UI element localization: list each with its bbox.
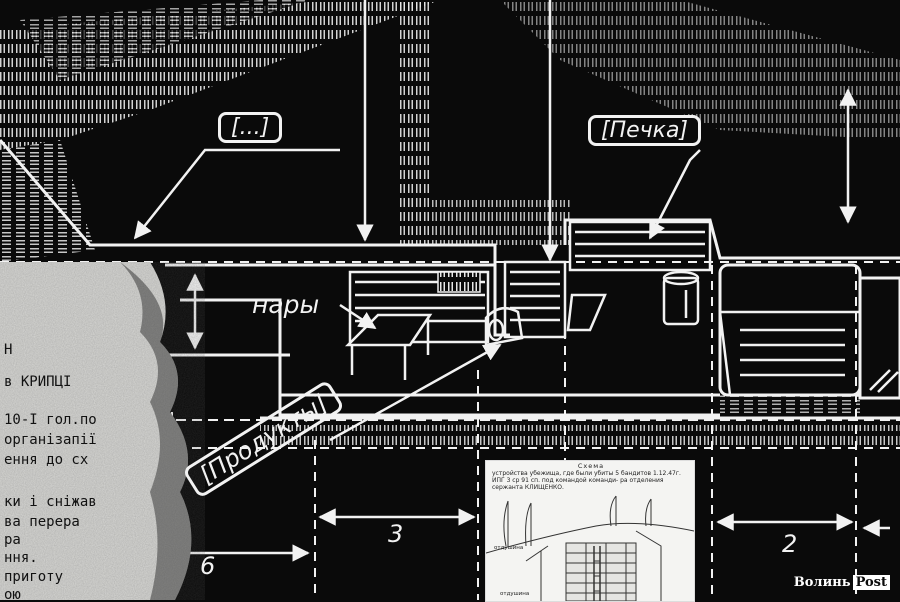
inset-caption: Схема устройства убежища, где были убиты…: [486, 461, 694, 492]
dimension-3: 3: [388, 520, 404, 548]
inset-caption-text: устройства убежища, где были убиты 5 бан…: [492, 470, 681, 491]
document-line: ою: [4, 587, 21, 600]
label-stove: [Печка]: [588, 115, 702, 146]
stove-block: [503, 220, 712, 339]
document-line: ення до сх: [4, 452, 89, 468]
logo-post: Post: [852, 575, 890, 590]
bunk-sketch: [344, 270, 490, 380]
logo-name: Волинь: [793, 575, 851, 590]
annotation-arrows: [133, 0, 857, 442]
products-crate: [484, 306, 524, 347]
document-line: ва перера: [4, 514, 80, 530]
inset-drawing: [486, 495, 694, 601]
inset-vent-label: отдушина: [494, 545, 524, 551]
inset-title: Схема: [577, 462, 605, 470]
inset-vent-label: отдушина: [500, 591, 530, 597]
right-chamber-shelves: [718, 310, 899, 397]
archive-document-fragment: Н в КРИПЦІ 10-І гол.по організапії ення …: [0, 262, 205, 600]
document-line: Н: [4, 342, 13, 358]
document-line: 10-І гол.по: [4, 412, 97, 428]
document-line: ки і сніжав: [4, 494, 97, 510]
label-dots: [...]: [218, 112, 283, 143]
document-line: в КРИПЦІ: [4, 374, 72, 390]
document-line: організапії: [4, 432, 97, 448]
label-bunks: нары: [252, 290, 320, 319]
dimension-2: 2: [782, 530, 798, 558]
document-line: ра: [4, 532, 21, 548]
dimension-6: 6: [200, 552, 216, 580]
inset-scheme-card: Схема устройства убежища, где были убиты…: [485, 460, 695, 602]
soil-layer: [0, 0, 900, 445]
document-paper: [0, 262, 205, 600]
document-line: ння.: [4, 550, 38, 566]
document-line: приготу: [4, 569, 64, 585]
